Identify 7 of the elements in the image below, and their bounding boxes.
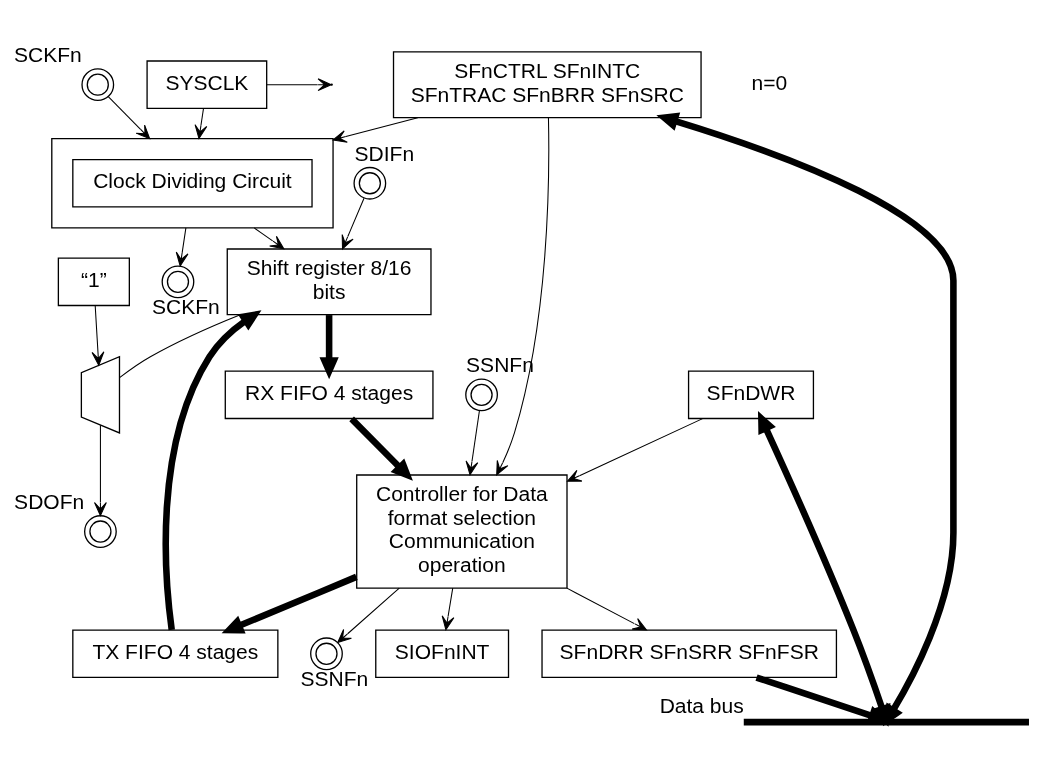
node-label: SSNFn bbox=[300, 666, 369, 690]
node-label: SDIFn bbox=[354, 141, 415, 165]
node-label: SCKFn bbox=[13, 42, 82, 66]
node-label: Data bus bbox=[659, 693, 744, 717]
node-label: SDOFn bbox=[14, 489, 85, 513]
node-label: SCKFn bbox=[151, 294, 220, 318]
label: n=0 bbox=[751, 70, 788, 94]
